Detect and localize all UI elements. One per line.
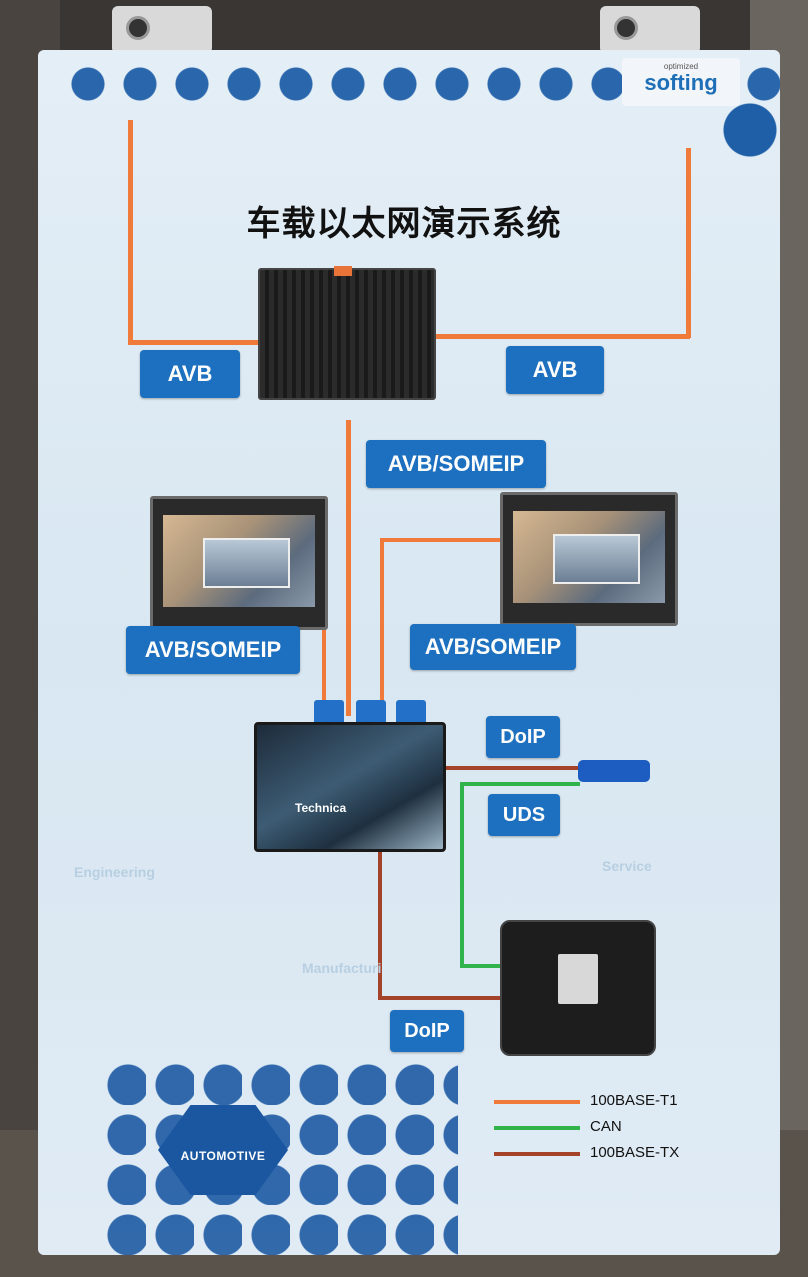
label-doip-bottom: DoIP xyxy=(390,1010,464,1052)
label-avb-left: AVB xyxy=(140,350,240,398)
avb-switch-device xyxy=(258,266,436,400)
wire-can-horizontal xyxy=(460,782,580,786)
label-avb-right: AVB xyxy=(506,346,604,394)
wire-t1-right-horizontal xyxy=(432,334,690,339)
display-screen-right xyxy=(513,511,665,603)
label-doip-top: DoIP xyxy=(486,716,560,758)
wire-t1-left-vertical xyxy=(128,120,133,344)
wire-tx-vertical xyxy=(378,846,382,1000)
manufacturing-text: Manufacturi xyxy=(302,960,382,976)
engineering-text: Engineering xyxy=(74,864,155,880)
label-avb-someip-right: AVB/SOMEIP xyxy=(410,624,576,670)
label-uds: UDS xyxy=(488,794,560,836)
display-screen-left xyxy=(163,515,315,607)
softing-tagline: optimized xyxy=(663,62,699,71)
legend-row-100base-tx: 100BASE-TX xyxy=(494,1142,734,1168)
wire-tx-dongle xyxy=(440,766,580,770)
ceiling-camera-right xyxy=(600,6,700,54)
legend-swatch-100base-t1 xyxy=(494,1100,580,1104)
wire-can-vertical xyxy=(460,782,464,968)
legend-row-can: CAN xyxy=(494,1116,734,1142)
wire-t1-center-vertical xyxy=(346,420,351,716)
gateway-brand-text: Technica xyxy=(295,801,347,815)
ethernet-plug-3 xyxy=(396,700,426,726)
legend-label-100base-t1: 100BASE-T1 xyxy=(590,1092,678,1109)
legend-label-100base-tx: 100BASE-TX xyxy=(590,1144,680,1161)
wire-tx-to-ecu xyxy=(378,996,502,1000)
automotive-badge-text: AUTOMOTIVE xyxy=(180,1149,266,1163)
legend-swatch-can xyxy=(494,1126,580,1130)
display-unit-right xyxy=(500,492,678,626)
wiring-legend: 100BASE-T1 CAN 100BASE-TX xyxy=(494,1090,734,1168)
wire-t1-right-screen-drop xyxy=(380,538,384,708)
ethernet-plug-1 xyxy=(314,700,344,726)
legend-row-100base-t1: 100BASE-T1 xyxy=(494,1090,734,1116)
softing-brand-name: softing xyxy=(644,70,718,95)
legend-swatch-100base-tx xyxy=(494,1152,580,1156)
diagram-title: 车载以太网演示系统 xyxy=(246,205,562,243)
wire-t1-right-vertical xyxy=(686,148,691,338)
service-text: Service xyxy=(602,858,652,874)
wire-t1-left-horizontal xyxy=(128,340,260,345)
wire-t1-left-screen-drop xyxy=(322,626,326,712)
softing-logo: optimized softing xyxy=(622,58,740,106)
ethernet-dongle xyxy=(578,760,650,782)
legend-label-can: CAN xyxy=(590,1118,622,1135)
ethernet-plug-2 xyxy=(356,700,386,726)
wire-can-to-ecu xyxy=(460,964,502,968)
display-unit-left xyxy=(150,496,328,630)
label-avb-someip-center: AVB/SOMEIP xyxy=(366,440,546,488)
label-avb-someip-left: AVB/SOMEIP xyxy=(126,626,300,674)
ecu-device xyxy=(500,920,656,1056)
demo-poster-board: optimized softing AUTOMOTIVE xyxy=(38,50,780,1255)
ceiling-camera-left xyxy=(112,6,212,54)
wire-t1-right-screen xyxy=(380,538,504,542)
gateway-device: Technica xyxy=(254,722,446,852)
